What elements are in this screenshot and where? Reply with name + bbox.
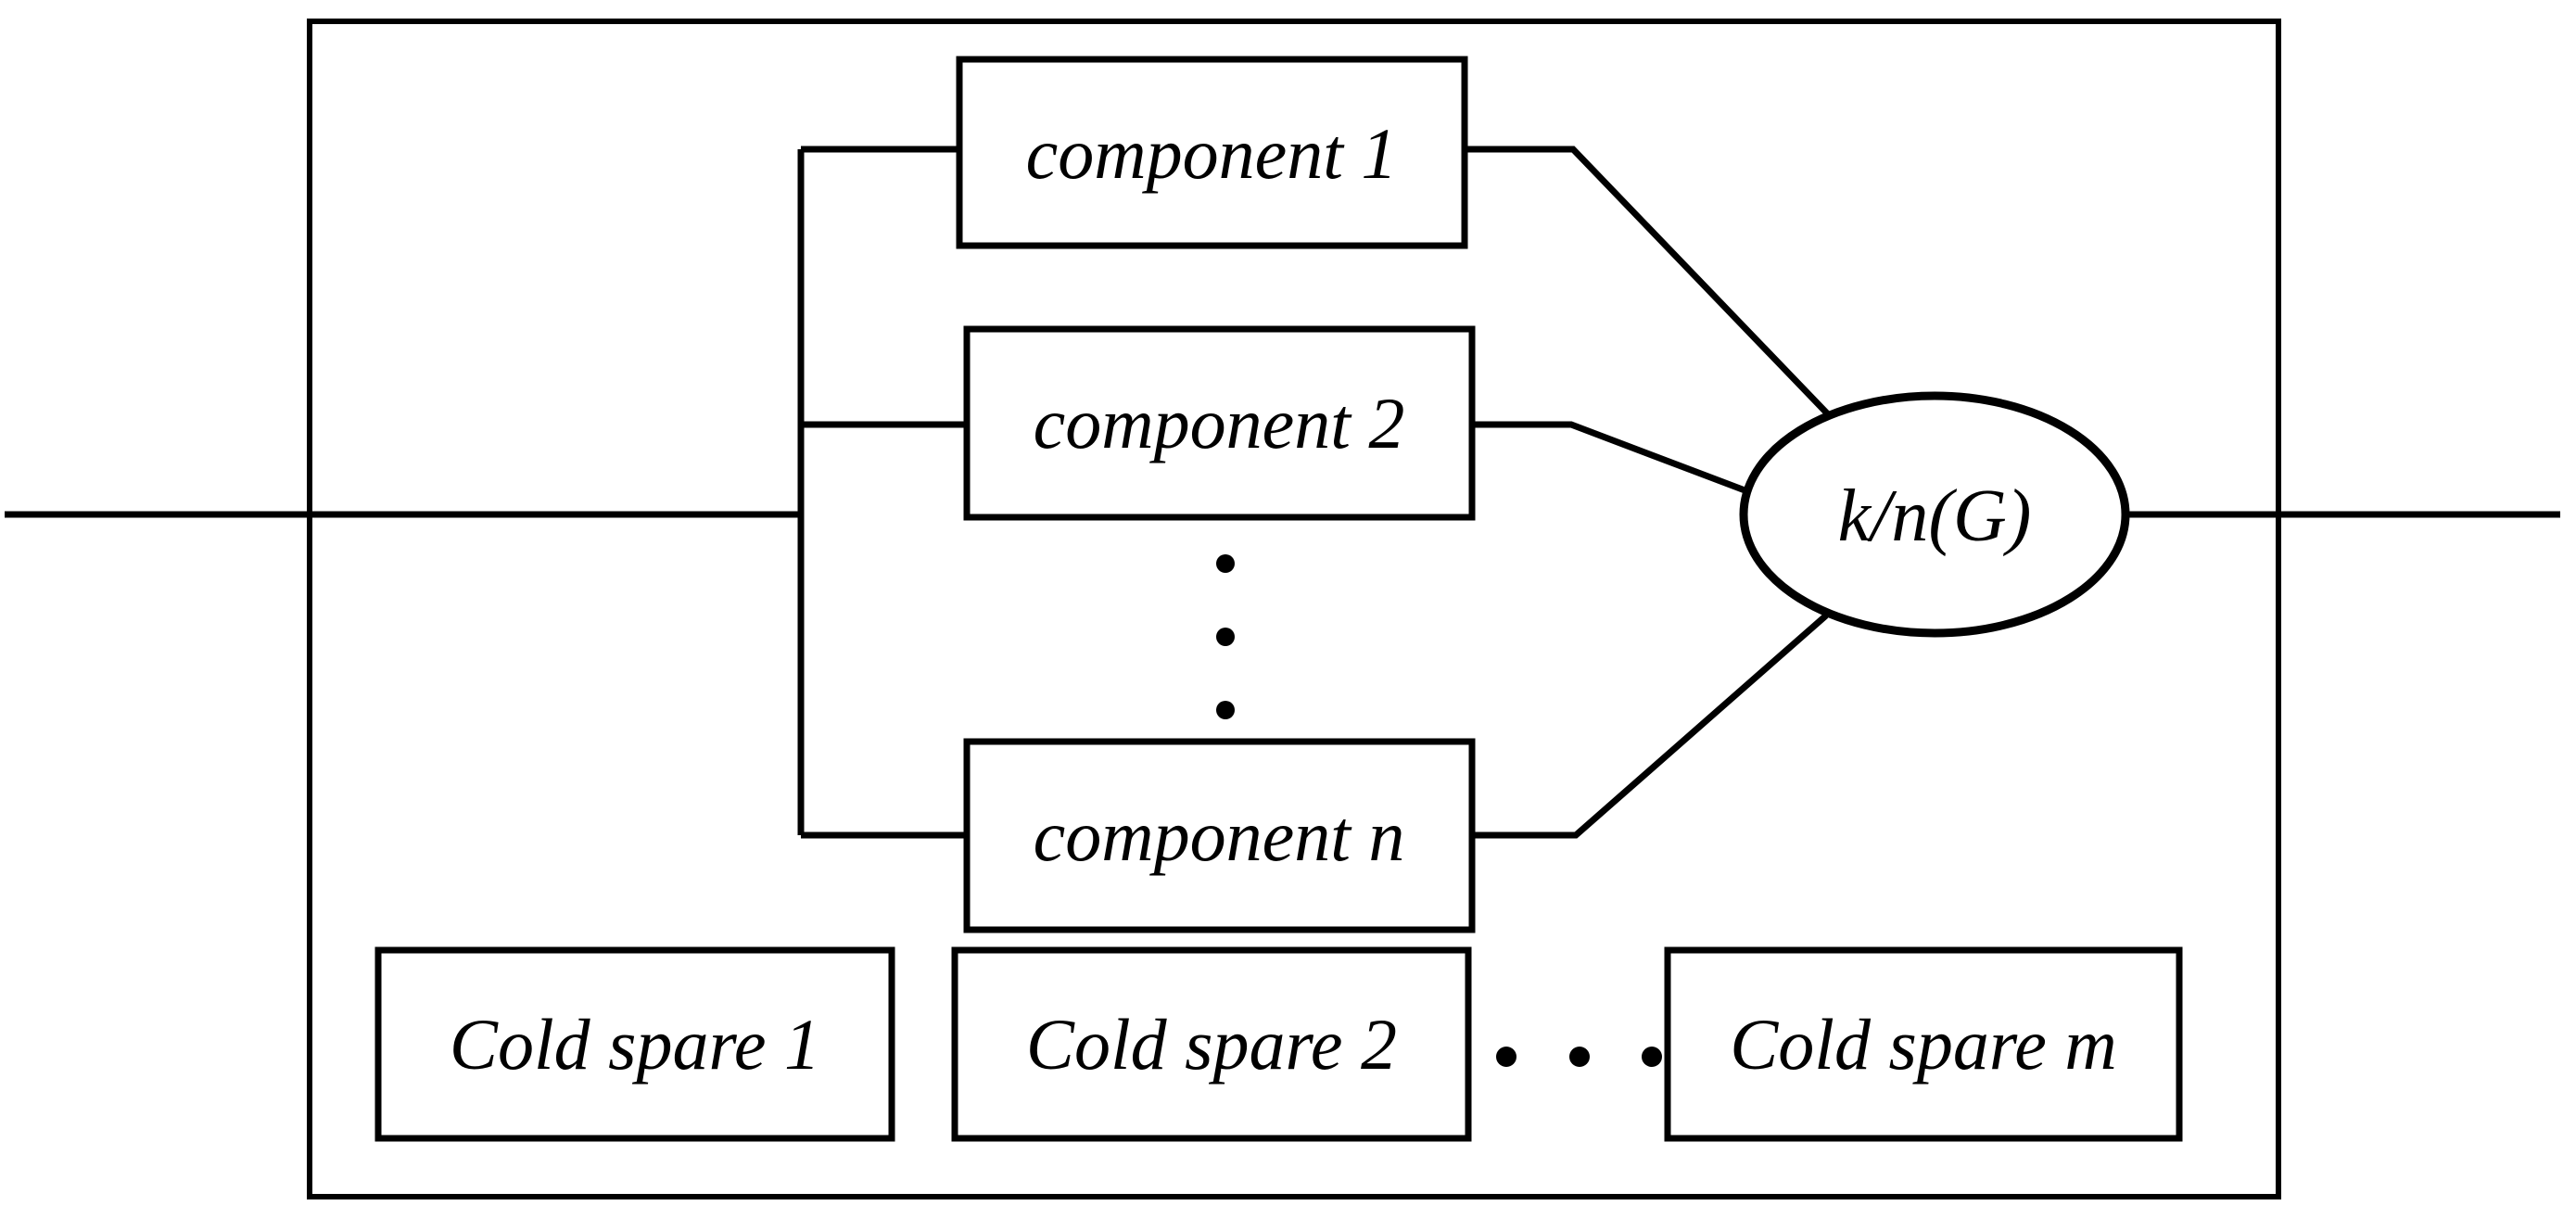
horizontal-ellipsis-dots (1496, 1047, 1662, 1067)
cold-spare-2-node: Cold spare 2 (951, 946, 1472, 1142)
component-n-node: component n (963, 738, 1476, 933)
cold-spare-2-box (951, 946, 1472, 1142)
cold-spare-1-node: Cold spare 1 (374, 946, 895, 1142)
cold-spare-1-box (374, 946, 895, 1142)
cold-spare-m-box (1664, 946, 2183, 1142)
cold-spare-m-node: Cold spare m (1664, 946, 2183, 1142)
cold-spare-m-label: Cold spare m (1730, 1004, 2116, 1085)
ellipsis-dot (1216, 701, 1235, 719)
ellipsis-dot (1216, 554, 1235, 573)
component-n-output-line (1472, 613, 1829, 839)
k-out-of-n-gate-label: k/n(G) (1838, 476, 2032, 557)
ellipsis-dot (1216, 628, 1235, 646)
ellipsis-dot (1642, 1047, 1662, 1067)
k-out-of-n-gate: k/n(G) (1739, 391, 2130, 638)
component-n-box (963, 738, 1476, 933)
cold-spare-2-label: Cold spare 2 (1026, 1004, 1397, 1085)
cold-spare-1-label: Cold spare 1 (450, 1004, 820, 1085)
component-1-label: component 1 (1026, 113, 1398, 194)
system-boundary-box (307, 19, 2281, 1199)
vertical-ellipsis-dots (1216, 554, 1235, 719)
ellipsis-dot (1569, 1047, 1590, 1067)
component-2-label: component 2 (1034, 383, 1405, 463)
component-n-label: component n (1034, 795, 1405, 876)
ellipsis-dot (1496, 1047, 1516, 1067)
component-2-box (963, 325, 1476, 521)
component-1-box (956, 56, 1468, 249)
component-1-output-line (1465, 146, 1834, 420)
component-1-node: component 1 (956, 56, 1468, 249)
component-2-output-line (1472, 421, 1749, 495)
component-2-node: component 2 (963, 325, 1476, 521)
